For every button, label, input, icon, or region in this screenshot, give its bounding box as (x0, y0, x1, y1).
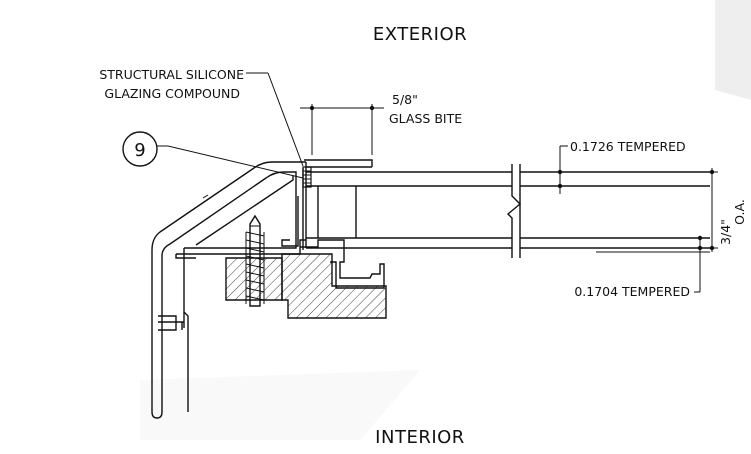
exterior-label: EXTERIOR (373, 24, 467, 45)
silicone-label-line2: GLAZING COMPOUND (104, 86, 240, 101)
glass-bite-label: GLASS BITE (389, 111, 462, 126)
glass-bite-dimension (300, 104, 384, 155)
watermark (140, 0, 751, 440)
silicone-bead (302, 159, 373, 188)
overall-label: O.A. (732, 199, 747, 225)
overall-value: 3/4" (718, 219, 733, 245)
tempered-bottom-label: 0.1704 TEMPERED (574, 284, 690, 299)
callout-number: 9 (134, 140, 145, 161)
tempered-top-label: 0.1726 TEMPERED (570, 139, 686, 154)
wood-blocking (225, 253, 387, 319)
interior-label: INTERIOR (375, 427, 465, 448)
tempered-dimensions (557, 145, 718, 293)
glass-bite-value: 5/8" (392, 92, 418, 107)
silicone-label-line1: STRUCTURAL SILICONE (99, 67, 244, 82)
insulating-glass-unit (305, 162, 710, 258)
screw-fastener (245, 214, 265, 307)
callout-bubble (122, 131, 304, 179)
silicone-leader (246, 72, 304, 167)
